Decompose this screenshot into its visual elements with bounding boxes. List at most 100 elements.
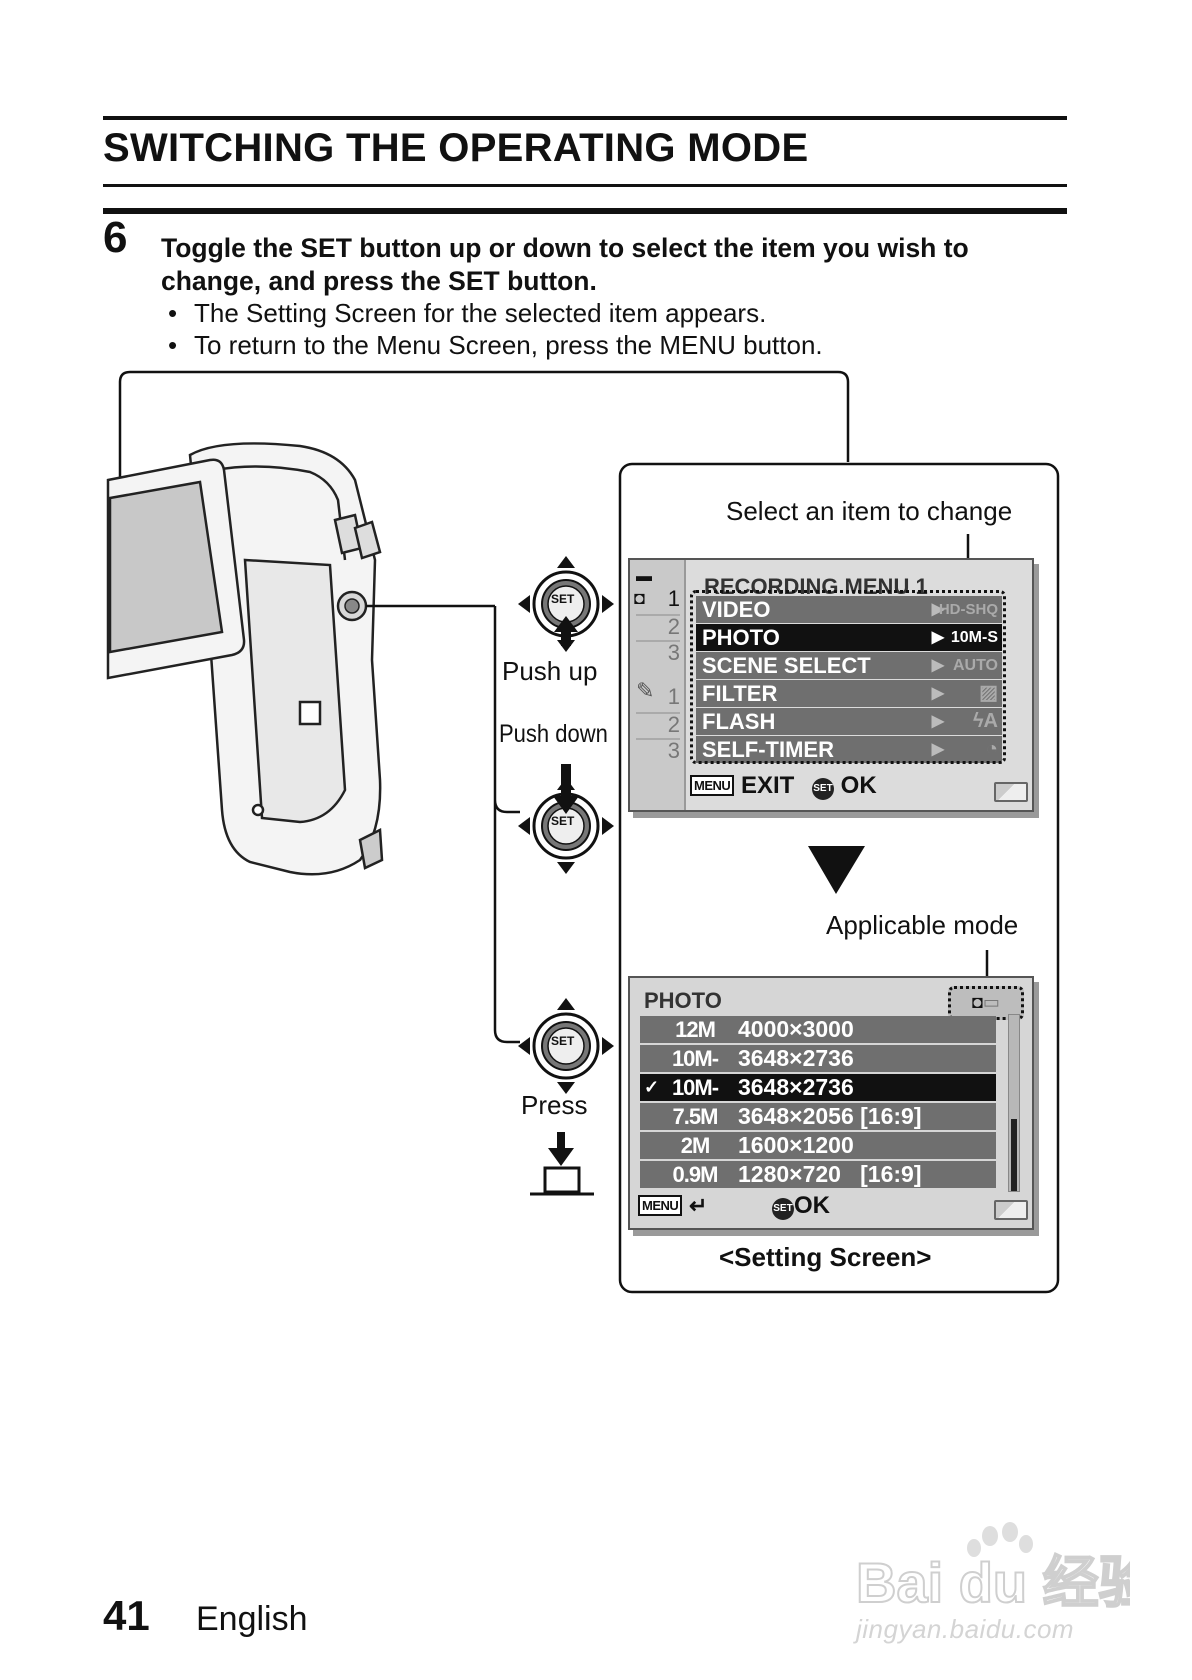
menu-item-scene-select[interactable]: SCENE SELECT ▶ AUTO xyxy=(696,652,1002,679)
flash-auto-icon: ϟA xyxy=(972,710,998,732)
menu-item-label: SELF-TIMER xyxy=(702,737,834,762)
menu-tab[interactable]: 1 xyxy=(667,684,680,709)
chevron-right-icon: ▶ xyxy=(931,685,944,702)
menu-title: RECORDING MENU 1 xyxy=(704,574,928,599)
menu-tab-column: ▬ ◘ 1 2 3 ✎ 1 2 3 xyxy=(630,560,686,810)
set-dial-label: SET xyxy=(551,1034,575,1048)
screens-panel xyxy=(618,462,1060,1294)
bullet-text: The Setting Screen for the selected item… xyxy=(194,298,767,328)
menu-item-self-timer[interactable]: SELF-TIMER ▶ ◔ xyxy=(696,736,1002,763)
setting-option[interactable]: 7.5M 3648×2056 [16:9] xyxy=(640,1103,996,1130)
chevron-right-icon: ▶ xyxy=(931,713,944,730)
setting-list: 12M 4000×3000 10M-H 3648×2736 ✓ 10M-S 36… xyxy=(630,1014,1004,1194)
camera-mode-icon: ◘ xyxy=(634,588,645,608)
setting-title: PHOTO xyxy=(644,988,722,1013)
setting-option[interactable]: 10M-H 3648×2736 xyxy=(640,1045,996,1098)
menu-key-icon: MENU xyxy=(638,1195,683,1216)
setting-ok-hint[interactable]: SETOK xyxy=(772,1192,830,1220)
setting-option-selected[interactable]: ✓ 10M-S 3648×2736 xyxy=(640,1074,996,1127)
page-title: SWITCHING THE OPERATING MODE xyxy=(103,126,809,170)
bullet-text: To return to the Menu Screen, press the … xyxy=(194,330,823,360)
title-underline xyxy=(103,184,1067,187)
battery-icon xyxy=(994,1200,1028,1220)
top-rule xyxy=(103,116,1067,120)
menu-tab[interactable]: 1 xyxy=(667,586,680,611)
back-hint[interactable]: MENU ↵ xyxy=(638,1192,707,1220)
page-language: English xyxy=(196,1600,308,1638)
resolution-label: 3648×2056 [16:9] xyxy=(738,1103,922,1129)
menu-ok-hint[interactable]: SET OK xyxy=(812,772,877,800)
menu-item-label: FILTER xyxy=(702,681,778,706)
chevron-right-icon: ▶ xyxy=(931,601,944,618)
chevron-right-icon: ▶ xyxy=(931,741,944,758)
battery-icon xyxy=(994,782,1028,802)
camera-body xyxy=(188,442,384,876)
menu-item-label: PHOTO xyxy=(702,625,780,650)
recording-menu-screen: ▬ ◘ 1 2 3 ✎ 1 2 3 RECORDING MENU 1 VIDEO… xyxy=(628,558,1034,812)
section-rule xyxy=(103,208,1067,214)
selection-highlight-box xyxy=(690,590,1006,764)
paw-icon xyxy=(967,1522,1033,1557)
setting-option[interactable]: 2M 1600×1200 xyxy=(640,1132,996,1159)
ok-label: OK xyxy=(794,1192,830,1219)
return-icon: ↵ xyxy=(688,1193,708,1218)
menu-tab[interactable]: 3 xyxy=(667,738,680,763)
bracket-line xyxy=(366,604,520,1044)
menu-item-video[interactable]: VIDEO ▶ HD-SHQ xyxy=(696,596,1002,623)
resolution-label: 1600×1200 xyxy=(738,1132,854,1158)
transition-arrow xyxy=(808,846,865,894)
size-icon: 0.9M xyxy=(672,1162,719,1187)
menu-key-icon: MENU xyxy=(690,775,735,796)
watermark-url: jingyan.baidu.com xyxy=(856,1614,1075,1644)
setting-option[interactable]: 12M 4000×3000 xyxy=(640,1016,996,1043)
check-icon: ✓ xyxy=(644,1077,660,1097)
exit-label: EXIT xyxy=(740,772,795,799)
camera-icon: ◘ xyxy=(972,992,983,1012)
setting-option[interactable]: 0.9M 1280×720 [16:9] xyxy=(640,1161,996,1188)
menu-tab[interactable]: 2 xyxy=(667,712,680,737)
menu-item-filter[interactable]: FILTER ▶ ▨ xyxy=(696,680,1002,707)
size-icon: 7.5M xyxy=(672,1104,719,1129)
bullet-item: •The Setting Screen for the selected ite… xyxy=(168,298,767,328)
set-dial-push-up xyxy=(518,556,614,652)
push-down-label: Push down xyxy=(499,720,608,748)
bullet-item: •To return to the Menu Screen, press the… xyxy=(168,330,823,360)
menu-item-label: FLASH xyxy=(702,709,776,734)
size-icon: 12M xyxy=(675,1017,716,1042)
set-dial-label: SET xyxy=(551,592,575,606)
step-number: 6 xyxy=(103,213,128,262)
resolution-label: 3648×2736 xyxy=(738,1074,854,1100)
callout-applicable-mode: Applicable mode xyxy=(826,910,1019,940)
menu-tab[interactable]: 3 xyxy=(667,640,680,665)
set-dial-label: SET xyxy=(551,814,575,828)
callout-select-item: Select an item to change xyxy=(726,496,1013,526)
menu-exit-hint[interactable]: MENU EXIT xyxy=(690,772,794,800)
set-dial-push-down xyxy=(518,764,614,874)
menu-tab[interactable]: 2 xyxy=(667,614,680,639)
setting-screen-caption: <Setting Screen> xyxy=(719,1242,932,1272)
watermark-logo: Bai du 经验 xyxy=(850,1522,1156,1617)
menu-item-flash[interactable]: FLASH ▶ ϟA xyxy=(696,708,1002,735)
press-label: Press xyxy=(521,1090,588,1120)
set-key-icon: SET xyxy=(812,778,834,800)
filter-icon: ▨ xyxy=(979,682,998,704)
setting-screen: PHOTO ◘▭ 12M 4000×3000 10M-H 3648×2736 ✓… xyxy=(628,976,1034,1230)
menu-item-label: VIDEO xyxy=(702,597,771,622)
timer-icon: ◔ xyxy=(985,738,998,760)
watermark-logo-text: Bai du 经验 xyxy=(856,1551,1130,1612)
ok-label: OK xyxy=(840,772,877,799)
scrollbar-thumb[interactable] xyxy=(1011,1119,1017,1191)
camera-lcd xyxy=(106,458,246,680)
video-icon: ▭ xyxy=(982,992,1000,1012)
video-mode-icon: ▬ xyxy=(636,568,652,585)
wrench-icon: ✎ xyxy=(636,678,655,703)
menu-item-photo[interactable]: PHOTO ▶ 10M-S xyxy=(696,624,1002,651)
menu-item-label: SCENE SELECT xyxy=(702,653,871,678)
resolution-label: 1280×720 [16:9] xyxy=(738,1161,922,1187)
set-dial-press xyxy=(518,998,614,1094)
resolution-label: 4000×3000 xyxy=(738,1016,854,1042)
scrollbar[interactable] xyxy=(1008,1014,1020,1192)
resolution-label: 3648×2736 xyxy=(738,1045,854,1071)
connector-line xyxy=(118,370,850,518)
